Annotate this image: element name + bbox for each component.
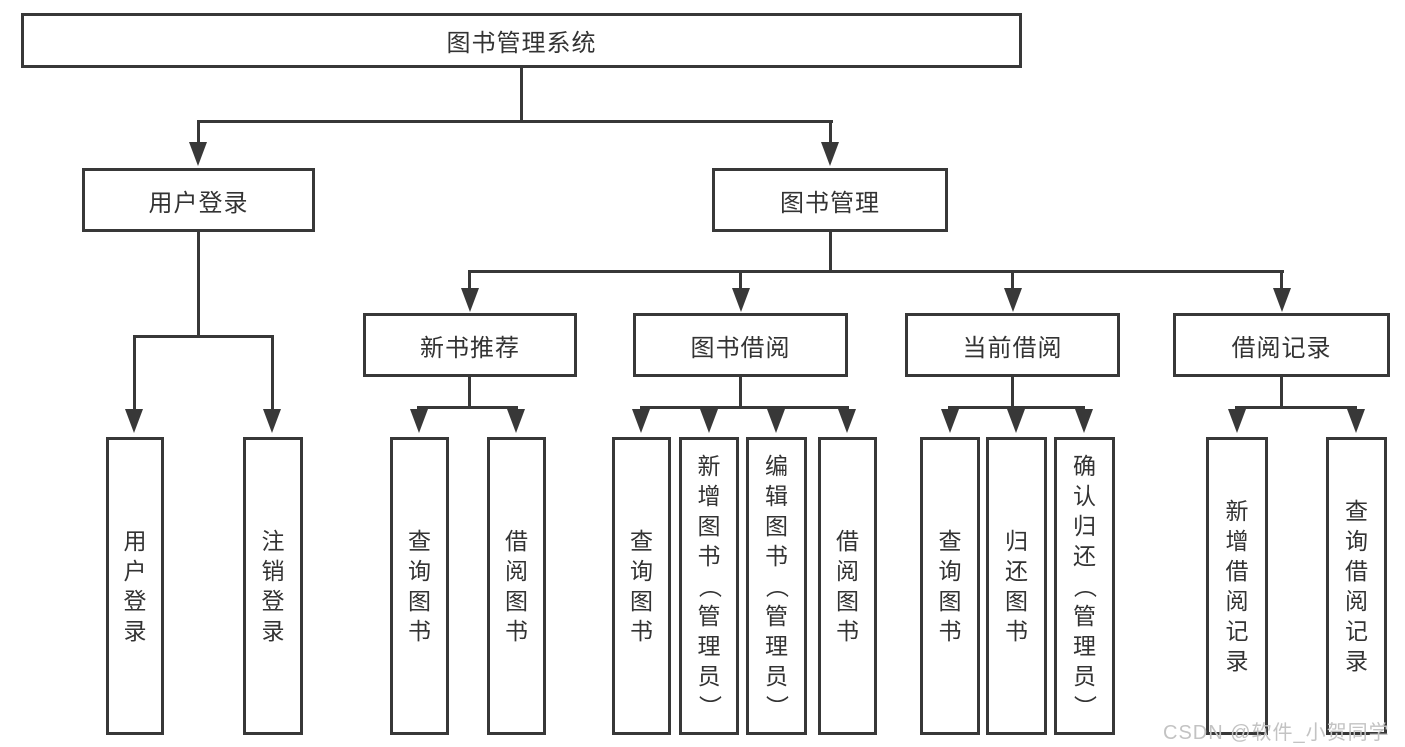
connector-records-stem — [1280, 374, 1283, 409]
connector-userlogin-crossbar — [133, 335, 274, 338]
arrow-down-icon — [632, 409, 650, 433]
arrow-down-icon — [1273, 288, 1291, 312]
node-new-book-recommend: 新书推荐 — [363, 313, 577, 377]
arrow-down-icon — [1004, 288, 1022, 312]
arrow-down-icon — [941, 409, 959, 433]
connector-borrow-crossbar — [640, 406, 849, 409]
leaf-logout: 注销登录 — [243, 437, 303, 735]
connector-newbooks-crossbar — [417, 406, 518, 409]
node-book-management: 图书管理 — [712, 168, 948, 232]
arrow-down-icon — [838, 409, 856, 433]
arrow-down-icon — [732, 288, 750, 312]
arrow-down-icon — [461, 288, 479, 312]
leaf-return-books: 归还图书 — [986, 437, 1047, 735]
arrow-down-icon — [263, 409, 281, 433]
connector-borrow-stem — [739, 374, 742, 409]
arrow-down-icon — [410, 409, 428, 433]
leaf-edit-books-admin: 编辑图书（管理员） — [746, 437, 807, 735]
leaf-query-books-2: 查询图书 — [612, 437, 671, 735]
leaf-query-borrow-record: 查询借阅记录 — [1326, 437, 1387, 735]
connector-drop-book-mgmt — [829, 120, 832, 146]
arrow-down-icon — [1228, 409, 1246, 433]
leaf-confirm-return-admin: 确认归还（管理员） — [1054, 437, 1115, 735]
node-current-borrow: 当前借阅 — [905, 313, 1120, 377]
connector-drop-user-login — [197, 120, 200, 146]
leaf-add-borrow-record: 新增借阅记录 — [1206, 437, 1268, 735]
arrow-down-icon — [125, 409, 143, 433]
node-book-borrow: 图书借阅 — [633, 313, 848, 377]
arrow-down-icon — [767, 409, 785, 433]
leaf-borrow-books-1: 借阅图书 — [487, 437, 546, 735]
connector-drop-newbooks — [468, 270, 471, 290]
connector-userlogin-stem — [197, 232, 200, 337]
node-borrow-records: 借阅记录 — [1173, 313, 1390, 377]
leaf-borrow-books-2: 借阅图书 — [818, 437, 877, 735]
connector-current-stem — [1011, 374, 1014, 409]
arrow-down-icon — [1007, 409, 1025, 433]
leaf-query-books-1: 查询图书 — [390, 437, 449, 735]
leaf-query-books-3: 查询图书 — [920, 437, 980, 735]
connector-root-stem — [520, 66, 523, 122]
arrow-down-icon — [700, 409, 718, 433]
arrow-down-icon — [1347, 409, 1365, 433]
connector-newbooks-stem — [468, 374, 471, 409]
connector-bookmgmt-crossbar — [468, 270, 1284, 273]
connector-drop-current — [1011, 270, 1014, 290]
leaf-add-books-admin: 新增图书（管理员） — [679, 437, 739, 735]
connector-drop-borrow — [739, 270, 742, 290]
arrow-down-icon — [821, 142, 839, 166]
connector-drop-logout — [271, 335, 274, 412]
csdn-watermark: CSDN @软件_小贺同学 — [1163, 722, 1390, 744]
node-root: 图书管理系统 — [21, 13, 1022, 68]
arrow-down-icon — [507, 409, 525, 433]
connector-root-crossbar — [197, 120, 833, 123]
connector-drop-records — [1280, 270, 1283, 290]
arrow-down-icon — [1075, 409, 1093, 433]
arrow-down-icon — [189, 142, 207, 166]
node-user-login: 用户登录 — [82, 168, 315, 232]
leaf-user-login: 用户登录 — [106, 437, 164, 735]
connector-bookmgmt-stem — [829, 232, 832, 273]
connector-drop-login — [133, 335, 136, 412]
connector-current-crossbar — [948, 406, 1085, 409]
connector-records-crossbar — [1235, 406, 1357, 409]
